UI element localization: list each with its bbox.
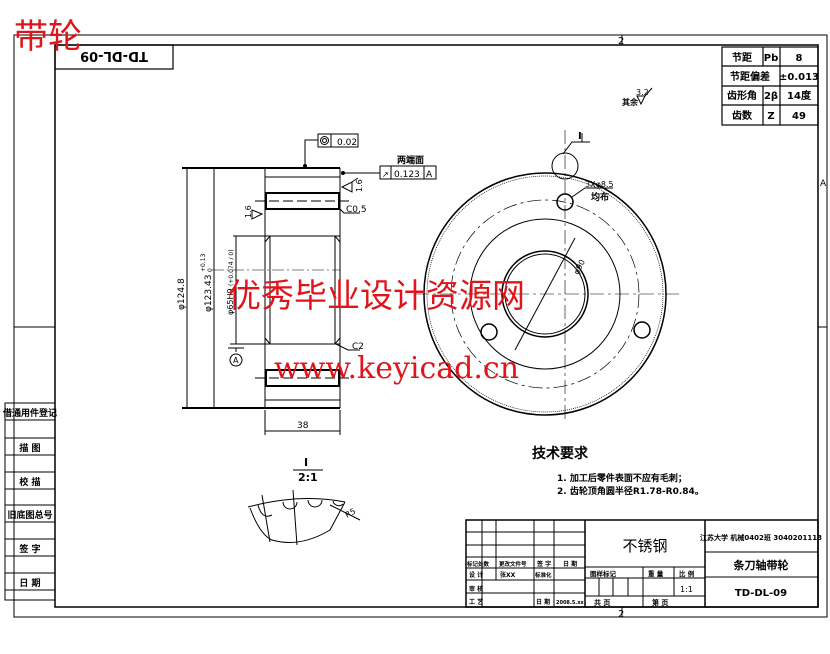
runout-label: 两端面 [397,154,424,166]
datum-label: A [233,356,239,365]
section-view [182,133,437,435]
school: 江苏大学 机械0402班 3040201113 [700,533,822,542]
front-view [415,130,680,420]
detail-label: I [304,456,308,469]
scale-label: 比 例 [679,569,695,578]
drawing-number: TD-DL-09 [735,588,787,599]
left-column-label: 签 字 [18,543,40,555]
design-label: 设 计 [469,571,483,579]
zone-label-top: 2 [618,36,624,47]
roughness-note-label: 其余 [622,97,639,107]
param-name: 齿数 [732,109,753,122]
param-name: 节距 [732,51,752,64]
outer-frame [13,34,828,618]
zone-label-right: A [820,179,827,189]
roughness-right: 1.6 [355,179,364,192]
zone-label-bottom: 2 [618,609,624,620]
watermark-line1: 优秀毕业设计资源网 [228,276,525,315]
param-value: 49 [792,111,806,122]
drawing-title: 带轮 [14,17,82,57]
left-column-label: 描 图 [19,442,40,454]
roughness-symbol-icon [636,87,653,106]
watermark-line2: www.keyicad.cn [274,351,519,386]
coaxiality-value: 0.02 [337,138,357,148]
param-value: 14度 [787,89,812,102]
inverted-drawing-code: TD-DL-09 [80,48,148,63]
designer: 张XX [500,571,516,579]
rev-header: 签 字 [536,560,551,568]
param-name: 齿形角 [727,89,757,102]
scale-value: 1:1 [680,585,693,594]
runout-datum: A [426,170,433,180]
inverted-code-box [54,44,174,70]
params-table [721,46,819,126]
param-symbol: Pb [764,53,779,64]
param-value: 8 [796,53,803,64]
left-column-label: 日 期 [19,577,40,589]
runout-symbol: ↗ [382,170,389,179]
holes-label: 3Xφ8.5 [585,180,614,189]
runout-value: 0.123 [394,170,420,180]
tech-requirement-item: 1. 加工后零件表面不应有毛刺； [557,472,687,484]
detail-scale: 2:1 [298,471,318,484]
date-value: 2008.5.xx [556,600,584,606]
part-name: 条刀轴带轮 [733,558,789,572]
left-column-label: 校 描 [19,476,40,488]
dim-width: 38 [297,421,309,431]
inner-frame [54,44,819,608]
detail-view [247,469,361,546]
roughness-left: 1.6 [244,205,253,218]
tech-requirements-title: 技术要求 [532,445,589,462]
bolt-circle-dim: φ90 [572,258,587,276]
tech-requirement-item: 2. 齿轮顶角圆半径R1.78-R0.84。 [557,485,704,497]
title-block [465,519,819,608]
chamfer-inner: C2 [352,342,364,352]
process-label: 工 艺 [469,598,483,606]
material: 不锈钢 [622,537,667,555]
mark-label: 图样标记 [590,569,617,578]
roughness-note-value: 3.2 [636,88,649,97]
dim-outer-diameter: φ124.8 [177,278,187,310]
date-label: 日 期 [536,598,550,606]
sheets-total: 共 页 [594,598,610,607]
dim-tip-diameter: φ123.43 [204,275,214,312]
dim-bore-tol: (+0.074 / 0) [228,249,235,286]
detail-mark: I [578,131,582,142]
holes-note: 均布 [591,191,609,203]
dim-tip-tol-upper: +0.13 [200,253,207,272]
left-column-label: 借通用件登记 [2,407,57,419]
rev-header: 日 期 [563,560,577,568]
weight-label: 重 量 [648,569,664,578]
chamfer-outer: C0.5 [346,205,367,215]
dim-tip-tol-lower: 0 [207,268,214,272]
dim-bore: φ65H9 [226,288,235,315]
sheet-number: 第 页 [652,598,668,607]
review-label: 审 核 [469,585,483,593]
standardization-label: 标准化 [534,571,552,579]
param-symbol: 2β [764,91,778,102]
param-name: 节距偏差 [730,70,770,83]
rev-header: 标记处数 [466,560,490,568]
param-symbol: Z [767,111,774,122]
left-column-label: 旧底图总号 [7,509,52,521]
param-value: ±0.013 [779,72,819,83]
rev-header: 更改文件号 [499,560,527,568]
left-signature-column [4,402,56,601]
